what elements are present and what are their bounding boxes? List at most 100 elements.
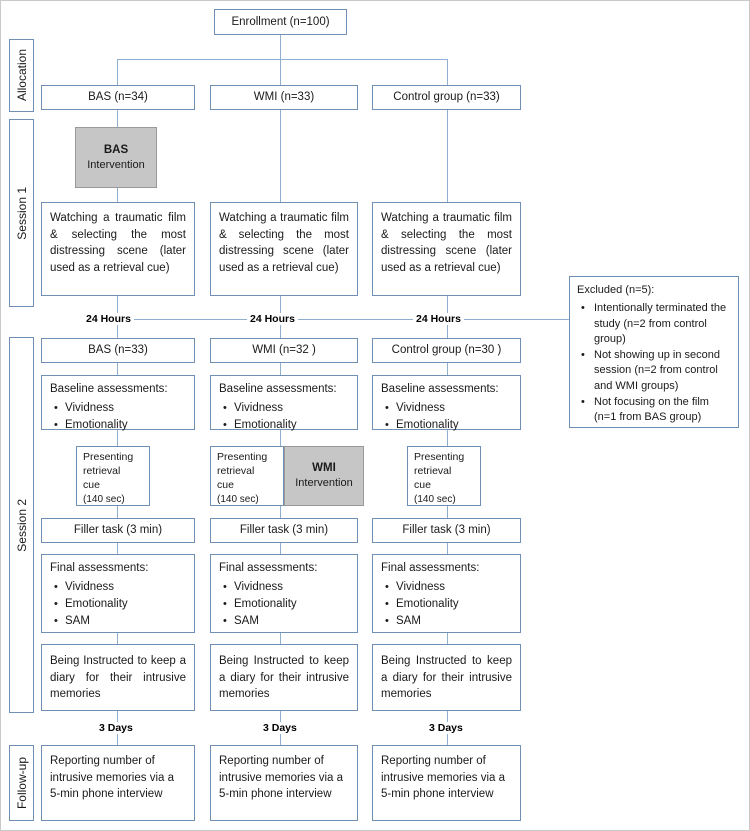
followup-text-col1: Reporting number of intrusive memories v… [50,755,174,801]
connector-group-to-baseline-col2 [280,363,281,375]
connector-enrollment-down [280,34,281,59]
connector-cue-to-filler-col1 [117,506,118,518]
connector-bas-to-intervention [117,109,118,129]
allocation-label-bas: BAS (n=34) [88,91,148,104]
stage-label-session-2-text: Session 2 [14,498,29,552]
baseline-header-col3: Baseline assessments: [381,383,499,395]
connector-group-to-baseline-col3 [447,363,448,375]
connector-bus-to-wmi [280,59,281,86]
stage-label-session-2: Session 2 [9,337,34,713]
interval-3days-col2: 3 Days [260,722,300,734]
session2-group-label-bas: BAS (n=33) [88,344,148,357]
connector-control-to-film [447,109,448,202]
film-task-box-col3: Watching a traumatic film & selecting th… [372,202,521,296]
diary-text-col2: Being Instructed to keep a diary for the… [219,655,349,701]
film-task-text-col3: Watching a traumatic film & selecting th… [381,212,512,275]
retrieval-cue-line3-col2: cue [217,478,234,491]
followup-box-col3: Reporting number of intrusive memories v… [372,745,521,821]
session2-group-label-control: Control group (n=30 ) [391,344,502,357]
wmi-intervention-subtitle: Intervention [295,477,353,490]
stage-label-follow-up-text: Follow-up [14,756,29,810]
diary-box-col2: Being Instructed to keep a diary for the… [210,644,358,711]
retrieval-cue-line1-col3: Presenting [414,451,465,463]
baseline-list-col2: Vividness Emotionality [219,400,349,435]
final-assessments-list-col3: Vividness Emotionality SAM [381,579,512,631]
connector-filler-to-final-col3 [447,543,448,554]
bas-intervention-subtitle: Intervention [87,158,145,171]
retrieval-cue-line2-col3: retrieval [414,464,452,477]
excluded-item-2: Not showing up in second session (n=2 fr… [581,348,731,395]
followup-box-col2: Reporting number of intrusive memories v… [210,745,358,821]
allocation-label-wmi: WMI (n=33) [253,91,315,104]
final-assessments-header-col2: Final assessments: [219,562,318,574]
final-item-sam-col2: SAM [223,613,349,630]
baseline-item-vividness-col2: Vividness [223,400,349,417]
stage-label-allocation-text: Allocation [14,49,29,102]
baseline-header-col1: Baseline assessments: [50,383,168,395]
interval-3days-col3: 3 Days [426,722,466,734]
filler-task-label-col3: Filler task (3 min) [402,524,491,537]
final-item-sam-col3: SAM [385,613,512,630]
retrieval-cue-line4-col3: (140 sec) [414,493,456,505]
retrieval-cue-line3-col1: cue [83,478,100,491]
final-item-emotionality-col1: Emotionality [54,596,186,613]
wmi-intervention-box: WMI Intervention [284,446,364,506]
connector-filler-to-final-col1 [117,543,118,554]
connector-final-to-diary-col2 [280,633,281,644]
baseline-item-vividness-col1: Vividness [54,400,186,417]
film-task-box-col2: Watching a traumatic film & selecting th… [210,202,358,296]
baseline-item-emotionality-col1: Emotionality [54,417,186,434]
stage-label-session-1-text: Session 1 [14,186,29,240]
connector-baseline-to-cue-col3 [447,430,448,446]
diary-text-col3: Being Instructed to keep a diary for the… [381,655,512,701]
session2-group-label-wmi: WMI (n=32 ) [252,344,316,357]
interval-24h-col2: 24 Hours [247,313,298,325]
interval-24h-col3: 24 Hours [413,313,464,325]
connector-bas-intervention-to-film [117,187,118,202]
excluded-title: Excluded (n=5): [577,284,655,296]
film-task-text-col1: Watching a traumatic film & selecting th… [50,212,186,275]
bas-intervention-box: BAS Intervention [75,127,157,188]
retrieval-cue-line4-col2: (140 sec) [217,493,259,505]
baseline-list-col1: Vividness Emotionality [50,400,186,435]
final-item-emotionality-col2: Emotionality [223,596,349,613]
excluded-item-1: Intentionally terminated the study (n=2 … [581,301,731,348]
film-task-text-col2: Watching a traumatic film & selecting th… [219,212,349,275]
interval-24h-col1: 24 Hours [83,313,134,325]
retrieval-cue-line4-col1: (140 sec) [83,493,125,505]
final-item-vividness-col1: Vividness [54,579,186,596]
connector-final-to-diary-col1 [117,633,118,644]
retrieval-cue-box-col2: Presenting retrieval cue (140 sec) [210,446,284,506]
diary-text-col1: Being Instructed to keep a diary for the… [50,655,186,701]
final-assessments-header-col1: Final assessments: [50,562,149,574]
final-assessments-list-col1: Vividness Emotionality SAM [50,579,186,631]
retrieval-cue-line2-col2: retrieval [217,464,255,477]
connector-cue-to-filler-col2 [280,506,281,518]
connector-final-to-diary-col3 [447,633,448,644]
connector-baseline-to-cue-col1 [117,430,118,446]
baseline-box-col2: Baseline assessments: Vividness Emotiona… [210,375,358,434]
final-assessments-list-col2: Vividness Emotionality SAM [219,579,349,631]
stage-label-follow-up: Follow-up [9,745,34,821]
filler-task-box-col3: Filler task (3 min) [372,518,521,543]
enrollment-label: Enrollment (n=100) [231,15,330,28]
baseline-list-col3: Vividness Emotionality [381,400,512,435]
filler-task-box-col2: Filler task (3 min) [210,518,358,543]
connector-group-to-baseline-col1 [117,363,118,375]
connector-wmi-to-film [280,109,281,202]
diary-box-col3: Being Instructed to keep a diary for the… [372,644,521,711]
retrieval-cue-box-col1: Presenting retrieval cue (140 sec) [76,446,150,506]
baseline-item-emotionality-col3: Emotionality [385,417,512,434]
followup-text-col3: Reporting number of intrusive memories v… [381,755,505,801]
connector-bus-to-bas [117,59,118,86]
retrieval-cue-line2-col1: retrieval [83,464,121,477]
stage-label-allocation: Allocation [9,39,34,112]
filler-task-label-col2: Filler task (3 min) [239,524,329,537]
connector-cue-to-filler-col3 [447,506,448,518]
final-assessments-header-col3: Final assessments: [381,562,480,574]
excluded-item-3: Not focusing on the film (n=1 from BAS g… [581,395,731,426]
connector-baseline-to-cue-col2 [280,430,281,446]
final-item-sam-col1: SAM [54,613,186,630]
followup-box-col1: Reporting number of intrusive memories v… [41,745,195,821]
